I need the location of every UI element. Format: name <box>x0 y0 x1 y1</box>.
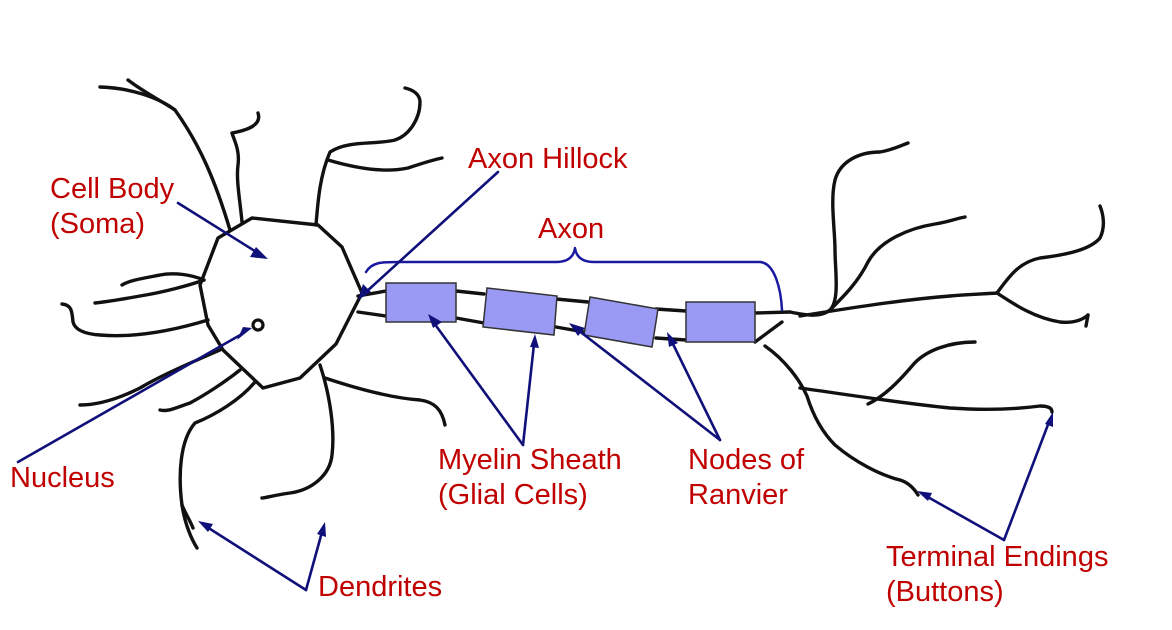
arrowhead <box>428 314 442 328</box>
arrowhead <box>317 522 326 537</box>
dendrites <box>60 78 447 550</box>
axon-lower-edge <box>356 310 784 344</box>
dendrite-branch <box>93 278 206 305</box>
dendrite-branch <box>326 156 444 172</box>
axon-label: Axon <box>538 212 604 247</box>
arrowhead <box>198 521 213 532</box>
myelin-sheath-label-line-1: Myelin Sheath <box>438 444 622 476</box>
arrowhead <box>667 332 678 347</box>
axon-bracket <box>364 246 784 312</box>
terminal-branch <box>798 386 1054 414</box>
arrowhead <box>250 247 268 259</box>
nodes-of-ranvier-label-line-1: Nodes of <box>688 444 805 476</box>
nucleus-label-text: Nucleus <box>10 462 115 494</box>
terminal-branch <box>828 215 967 312</box>
terminal-branch <box>1084 313 1090 328</box>
myelin-segment <box>583 296 659 348</box>
dendrite-branch <box>178 380 257 550</box>
arrowhead <box>530 334 539 348</box>
axon-hillock-arrow <box>364 170 500 294</box>
dendrite-branch <box>260 363 335 500</box>
arrowhead <box>237 327 252 340</box>
nodes-arrow <box>576 328 722 442</box>
axon-terminals <box>763 141 1106 497</box>
dendrite-branch <box>120 272 206 287</box>
myelin-sheath-label: Myelin Sheath (Glial Cells) <box>438 443 622 513</box>
dendrite-branch <box>126 78 177 112</box>
dendrites-label: Dendrites <box>318 570 442 605</box>
nodes-arrow <box>670 340 722 442</box>
myelin-segment <box>685 301 756 343</box>
myelin-sheath-label-line-2: (Glial Cells) <box>438 479 588 511</box>
axon-hillock-label: Axon Hillock <box>468 142 628 177</box>
soma-outline <box>198 216 364 390</box>
cell-body-arrow <box>176 201 260 255</box>
terminal-branch <box>763 344 920 497</box>
dendrite-branch <box>158 368 242 413</box>
dendrites-label-text: Dendrites <box>318 571 443 603</box>
dendrite-branch <box>314 86 422 227</box>
terminal-endings-label-line-1: Terminal Endings <box>886 541 1109 573</box>
cell-body-label-line-1: Cell Body <box>50 173 175 205</box>
dendrite-branch <box>98 85 232 232</box>
cell-body-label: Cell Body (Soma) <box>50 172 174 242</box>
nucleus-circle <box>251 318 265 332</box>
dendrites-arrow <box>205 525 308 592</box>
terminal-branch <box>995 291 1090 325</box>
dendrite-branch <box>60 302 210 338</box>
myelin-arrow <box>432 321 525 447</box>
terminal-arrow <box>924 494 1006 542</box>
myelin-segment <box>482 287 558 336</box>
dendrite-branch <box>230 111 261 224</box>
terminal-branch <box>798 291 999 318</box>
terminal-branch <box>866 340 977 406</box>
terminal-arrow <box>1002 420 1051 542</box>
axon-label-text: Axon <box>538 213 605 245</box>
myelin-arrow <box>521 342 536 447</box>
terminal-endings-label: Terminal Endings (Buttons) <box>886 540 1108 610</box>
axon-upper-edge <box>356 289 792 315</box>
terminal-branch <box>995 204 1106 295</box>
terminal-endings-label-line-2: (Buttons) <box>886 576 1004 608</box>
nodes-of-ranvier-label-line-2: Ranvier <box>688 479 788 511</box>
dendrite-branch <box>180 503 195 530</box>
arrowhead <box>569 323 585 336</box>
arrowhead <box>1045 412 1053 427</box>
dendrite-branch <box>323 376 447 427</box>
dendrites-arrow <box>304 530 324 592</box>
myelin-segments <box>385 282 756 348</box>
nucleus-arrow <box>16 332 244 464</box>
myelin-segment <box>385 282 457 323</box>
nucleus-label: Nucleus <box>10 461 115 496</box>
arrowhead <box>358 284 371 300</box>
nodes-of-ranvier-label: Nodes of Ranvier <box>688 443 804 513</box>
arrowhead <box>917 491 932 501</box>
axon-hillock-label-text: Axon Hillock <box>468 143 628 175</box>
annotation-arrows <box>16 170 1053 592</box>
axon-body <box>356 289 792 344</box>
cell-body-label-line-2: (Soma) <box>50 208 146 240</box>
